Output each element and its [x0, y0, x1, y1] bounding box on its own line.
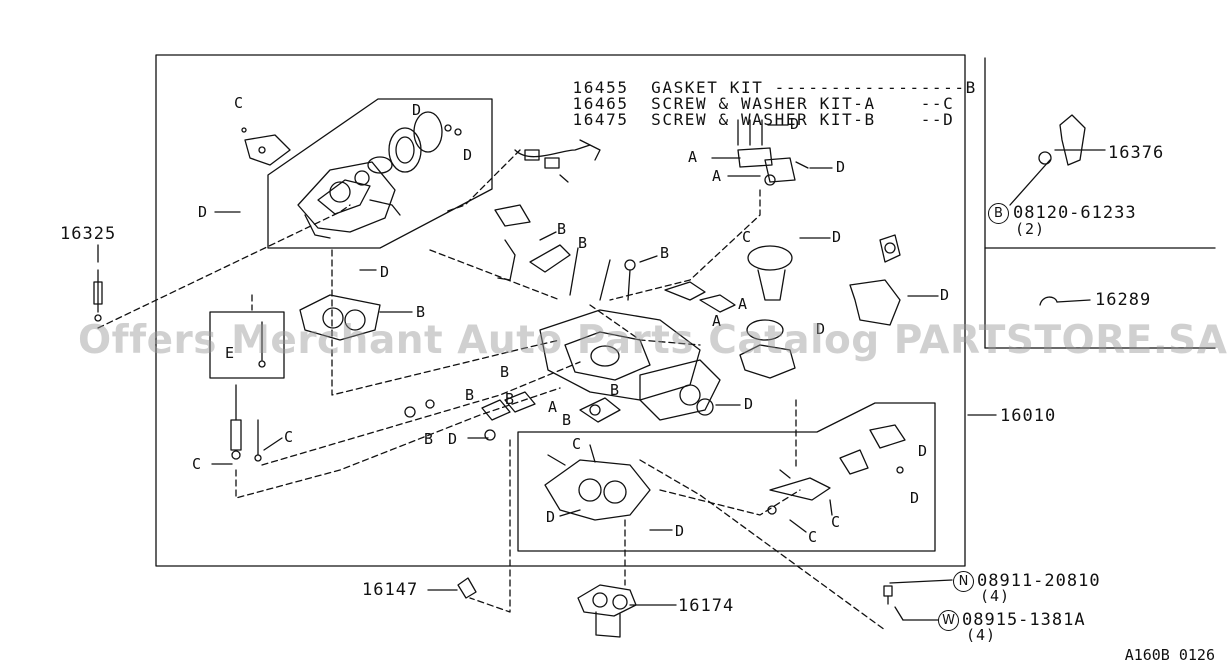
ref-letter-b: B: [578, 234, 588, 252]
ref-letter-d: D: [832, 228, 842, 246]
kit-description: SCREW & WASHER KIT-B --D: [651, 110, 955, 129]
bracket-right: [849, 234, 901, 326]
ref-letter-a: A: [688, 148, 698, 166]
ref-letter-a: A: [738, 295, 748, 313]
ref-letter-b: B: [610, 381, 620, 399]
part-label-16174[interactable]: 16174: [678, 596, 735, 616]
ref-letter-d: D: [412, 101, 422, 119]
gasket-plate: [299, 294, 381, 341]
jets-left: [230, 384, 262, 462]
choke-diaphragm-parts: [241, 111, 462, 174]
upper-inset-frame: [267, 98, 493, 249]
assembly-lines: [97, 149, 886, 631]
bolt-symbol: B: [988, 203, 1009, 224]
ref-letter-b: B: [465, 386, 475, 404]
throttle-levers: [494, 204, 636, 301]
ref-letter-a: A: [548, 398, 558, 416]
kit-legend-row-1: 16455 GASKET KIT -----------------B: [550, 64, 977, 96]
ref-letter-d: D: [790, 115, 800, 133]
hose-assembly: [514, 139, 601, 183]
qty-label: (4): [966, 626, 997, 644]
ref-letter-d: D: [463, 146, 473, 164]
part-label-16147[interactable]: 16147: [362, 580, 419, 600]
spacer-16174: [577, 584, 637, 638]
ref-letter-a: A: [712, 312, 722, 330]
needle-16325: [93, 269, 103, 322]
carb-top-body: [297, 161, 401, 239]
part-label-16289[interactable]: 16289: [1095, 290, 1152, 310]
ref-letter-c: C: [808, 528, 818, 546]
ref-letter-d: D: [910, 489, 920, 507]
part-label-16010[interactable]: 16010: [1000, 406, 1057, 426]
ref-letter-c: C: [831, 513, 841, 531]
ref-letter-d: D: [940, 286, 950, 304]
ref-letter-b: B: [557, 220, 567, 238]
kit-legend-row-3: 16475 SCREW & WASHER KIT-B --D: [550, 96, 954, 128]
part-label-16325[interactable]: 16325: [60, 224, 117, 244]
part-16289: [1039, 296, 1058, 306]
qty-label: (2): [1015, 220, 1046, 238]
carb-main-body: [539, 309, 721, 421]
left-inset-frame: [209, 311, 285, 379]
washer-symbol: W: [938, 610, 959, 631]
kit-part-number: 16465: [572, 94, 629, 113]
fitting-16147: [457, 577, 477, 599]
ref-letter-c: C: [234, 94, 244, 112]
washers-bottom-right: [883, 585, 893, 605]
ref-letter-d: D: [380, 263, 390, 281]
ref-letter-b: B: [424, 430, 434, 448]
ref-letter-d: D: [744, 395, 754, 413]
ref-letter-d: D: [836, 158, 846, 176]
ref-letter-c: C: [192, 455, 202, 473]
ref-letter-b: B: [660, 244, 670, 262]
kit-description: SCREW & WASHER KIT-A --C: [651, 94, 955, 113]
ref-letter-c: C: [284, 428, 294, 446]
ref-letter-b: B: [500, 363, 510, 381]
ref-letter-d: D: [546, 508, 556, 526]
ref-letter-b: B: [505, 390, 515, 408]
ref-letter-d: D: [198, 203, 208, 221]
part-label-16376[interactable]: 16376: [1108, 143, 1165, 163]
ref-letter-b: B: [562, 411, 572, 429]
nut-symbol: N: [953, 571, 974, 592]
kit-description: GASKET KIT -----------------B: [651, 78, 977, 97]
part-label-08120-61233[interactable]: 08120-61233: [1013, 203, 1137, 223]
kit-screws-top: [737, 119, 809, 186]
ref-letter-d: D: [918, 442, 928, 460]
ref-letter-d: D: [816, 320, 826, 338]
part-label-08915-1381A[interactable]: 08915-1381A: [962, 610, 1086, 630]
leader-lines: [97, 124, 1106, 621]
part-16376: [1038, 114, 1086, 166]
ref-letter-d: D: [675, 522, 685, 540]
qty-label: (4): [980, 587, 1011, 605]
kit-legend-row-2: 16465 SCREW & WASHER KIT-A --C: [550, 80, 954, 112]
ref-letter-a: A: [712, 167, 722, 185]
ref-letter-c: C: [742, 228, 752, 246]
kit-part-number: 16455: [572, 78, 629, 97]
main-frame: [155, 54, 966, 567]
e-inset-parts: [258, 321, 266, 368]
ref-letter-e: E: [225, 344, 235, 362]
ref-letter-d: D: [448, 430, 458, 448]
bottom-carb-body: [544, 424, 906, 521]
kit-part-number: 16475: [572, 110, 629, 129]
part-label-08911-20810[interactable]: 08911-20810: [977, 571, 1101, 591]
diagram-code: A160B 0126: [1124, 646, 1215, 664]
ref-letter-b: B: [416, 303, 426, 321]
pump-diaphragm: [664, 245, 796, 379]
gaskets-row: [404, 391, 621, 441]
bottom-inset-frame: [517, 402, 936, 552]
ref-letter-c: C: [572, 435, 582, 453]
